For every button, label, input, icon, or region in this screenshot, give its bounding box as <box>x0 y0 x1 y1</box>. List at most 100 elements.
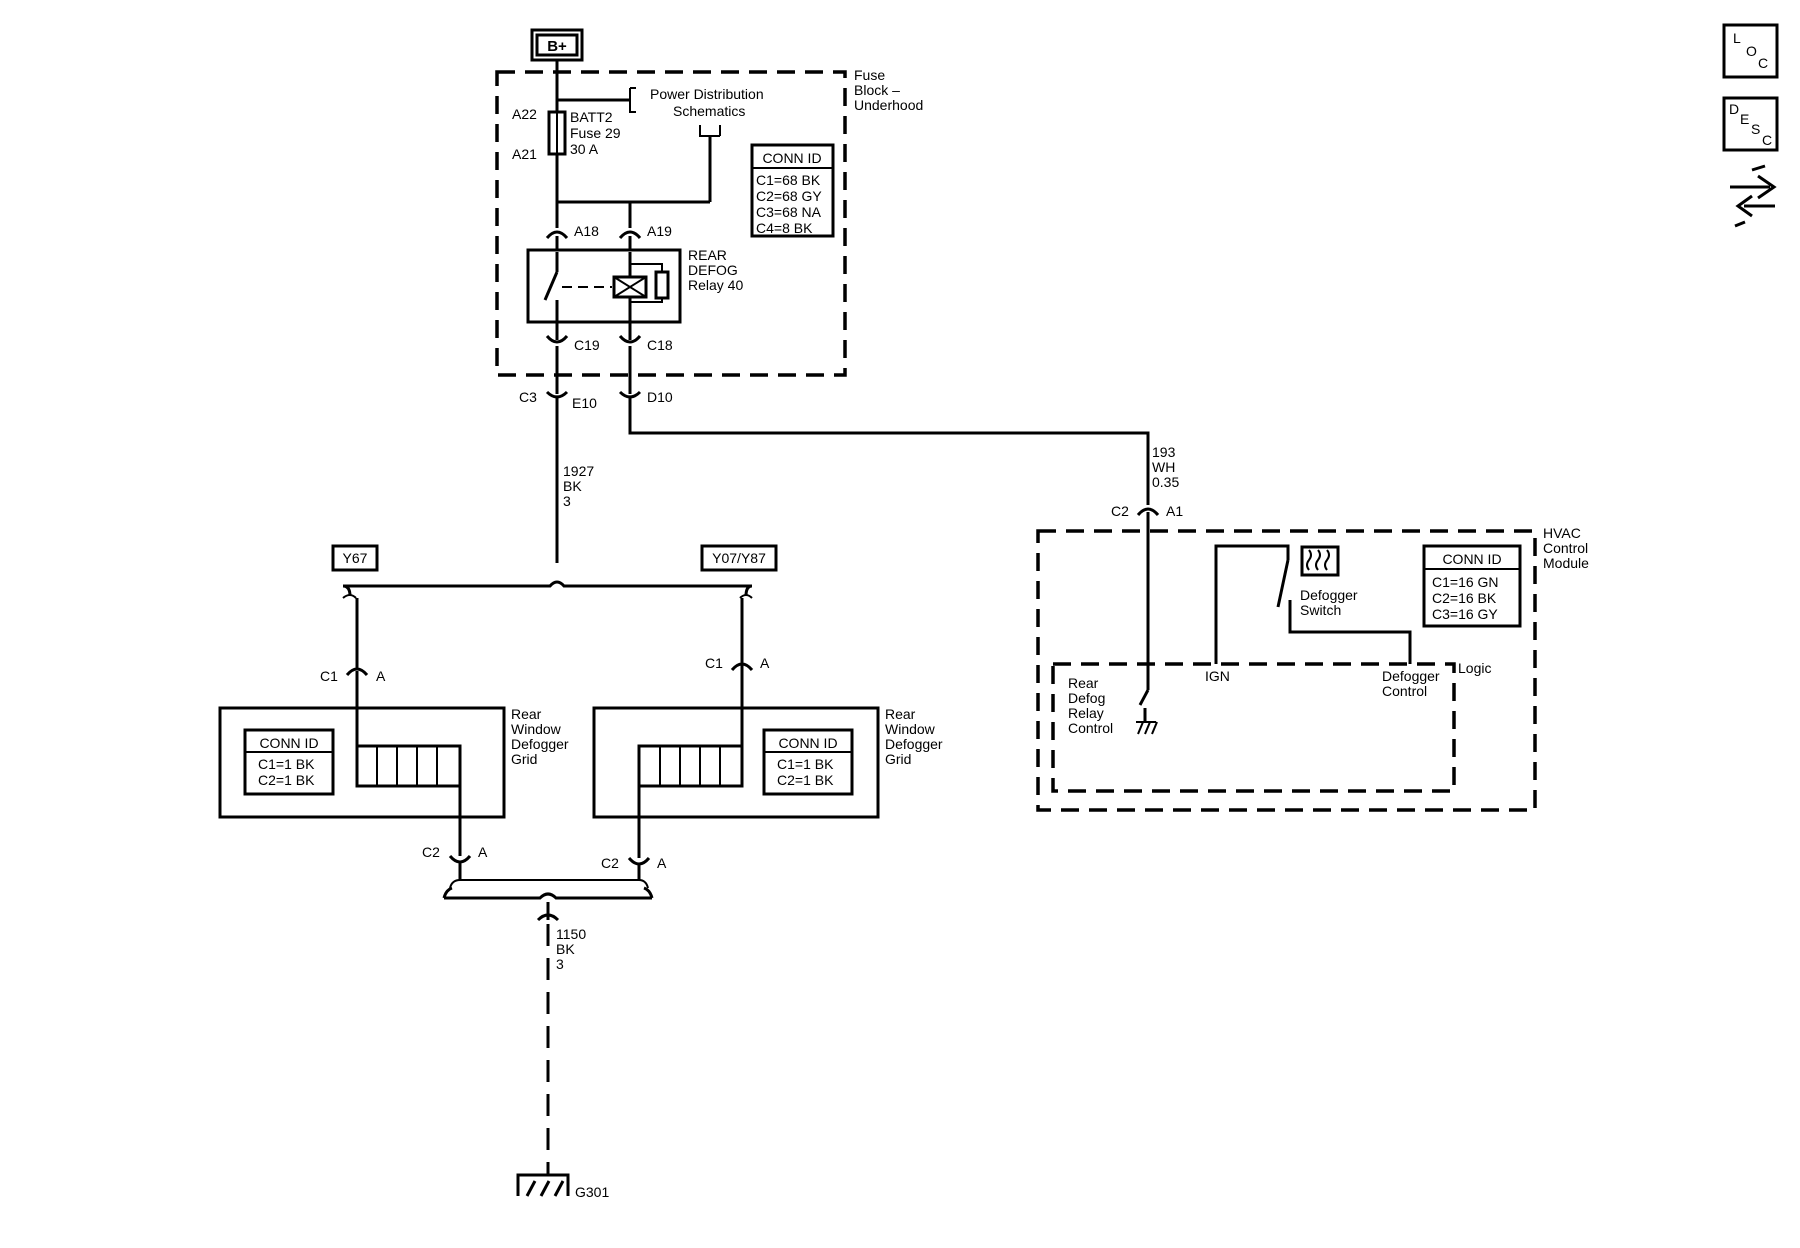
svg-text:Y67: Y67 <box>343 550 368 566</box>
relay-label: REAR DEFOG Relay 40 <box>688 247 743 293</box>
svg-text:C4=8 BK: C4=8 BK <box>756 220 813 236</box>
relay-control-switch <box>1136 689 1158 735</box>
svg-text:193: 193 <box>1152 444 1176 460</box>
ground-g301-icon: G301 <box>516 1173 609 1200</box>
svg-text:B+: B+ <box>547 38 567 55</box>
svg-text:Defogger: Defogger <box>1382 668 1440 684</box>
svg-text:3: 3 <box>563 493 571 509</box>
svg-text:0.35: 0.35 <box>1152 474 1179 490</box>
svg-text:C1: C1 <box>705 655 723 671</box>
svg-text:REAR: REAR <box>688 247 727 263</box>
right-grid-conn-id: CONN ID C1=1 BK C2=1 BK <box>762 728 854 796</box>
defogger-switch-heater-icon <box>1300 545 1340 577</box>
svg-text:D: D <box>1729 101 1739 117</box>
svg-text:WH: WH <box>1152 459 1175 475</box>
svg-text:A: A <box>376 668 386 684</box>
defogger-switch: Defogger Switch <box>1276 559 1412 664</box>
terminal-c18: C18 <box>618 322 673 353</box>
svg-text:A19: A19 <box>647 223 672 239</box>
svg-text:C1: C1 <box>320 668 338 684</box>
ign-label: IGN <box>1205 668 1230 684</box>
rear-defog-relay-control-label: Rear Defog Relay Control <box>1068 675 1113 736</box>
connector-c2-a1-hvac: C2 A1 <box>1111 503 1183 528</box>
svg-text:Grid: Grid <box>885 751 911 767</box>
left-grid-c2: C2 A <box>422 840 488 864</box>
svg-text:Rear: Rear <box>885 706 916 722</box>
svg-text:Control: Control <box>1543 540 1588 556</box>
svg-text:A1: A1 <box>1166 503 1183 519</box>
svg-text:CONN ID: CONN ID <box>1442 551 1501 567</box>
terminal-c19: C19 <box>545 322 600 353</box>
svg-text:Relay 40: Relay 40 <box>688 277 743 293</box>
svg-text:Defogger: Defogger <box>1300 587 1358 603</box>
svg-text:Rear: Rear <box>511 706 542 722</box>
hvac-title: HVAC Control Module <box>1543 525 1589 571</box>
svg-text:Y07/Y87: Y07/Y87 <box>712 550 766 566</box>
option-y07-y87: Y07/Y87 <box>700 544 778 572</box>
svg-text:C2: C2 <box>422 844 440 860</box>
svg-text:BK: BK <box>556 941 575 957</box>
svg-text:S: S <box>1751 121 1760 137</box>
svg-text:Control: Control <box>1382 683 1427 699</box>
svg-text:C3: C3 <box>519 389 537 405</box>
svg-text:1150: 1150 <box>556 926 586 942</box>
right-heater-grid-icon <box>637 686 744 842</box>
svg-text:A18: A18 <box>574 223 599 239</box>
hvac-conn-id: CONN ID C1=16 GN C2=16 BK C3=16 GY <box>1422 544 1522 628</box>
svg-text:Defogger: Defogger <box>885 736 943 752</box>
battery-positive-label: B+ <box>530 28 584 62</box>
svg-text:C3=68 NA: C3=68 NA <box>756 204 822 220</box>
svg-text:Window: Window <box>885 721 936 737</box>
defogger-control-label: Defogger Control <box>1382 668 1440 699</box>
wire-1150-label: 1150 BK 3 <box>556 926 586 972</box>
navigation-arrows-icon[interactable] <box>1730 164 1777 228</box>
svg-text:Control: Control <box>1068 720 1113 736</box>
fuse-block-title: Fuse Block – Underhood <box>854 67 923 113</box>
wire-193-label: 193 WH 0.35 <box>1152 444 1179 490</box>
right-grid-c1: C1 A <box>705 655 770 686</box>
wire-1927-label: 1927 BK 3 <box>563 463 594 509</box>
svg-text:CONN ID: CONN ID <box>778 735 837 751</box>
svg-text:A: A <box>760 655 770 671</box>
svg-text:C3=16 GY: C3=16 GY <box>1432 606 1498 622</box>
svg-text:C1=1 BK: C1=1 BK <box>258 756 315 772</box>
svg-text:L: L <box>1733 30 1741 46</box>
svg-text:BK: BK <box>563 478 582 494</box>
right-grid-title: Rear Window Defogger Grid <box>885 706 943 767</box>
desc-icon[interactable]: D E S C <box>1722 96 1779 152</box>
svg-text:E: E <box>1740 111 1749 127</box>
loc-icon[interactable]: L O C <box>1722 23 1779 79</box>
svg-text:C: C <box>1758 55 1768 71</box>
power-distribution-ref: Power Distribution Schematics <box>629 86 764 119</box>
left-grid-c1: C1 A <box>320 667 386 686</box>
pin-a22: A22 <box>512 106 537 122</box>
svg-text:O: O <box>1746 43 1757 59</box>
svg-text:CONN ID: CONN ID <box>259 735 318 751</box>
svg-text:CONN ID: CONN ID <box>762 150 821 166</box>
svg-text:Defogger: Defogger <box>511 736 569 752</box>
logic-label: Logic <box>1458 660 1491 676</box>
svg-text:C1=68 BK: C1=68 BK <box>756 172 821 188</box>
connector-c3-e10: C3 E10 <box>519 380 597 411</box>
svg-text:C2=16 BK: C2=16 BK <box>1432 590 1497 606</box>
svg-text:3: 3 <box>556 956 564 972</box>
svg-text:Fuse 29: Fuse 29 <box>570 125 621 141</box>
svg-text:A: A <box>478 844 488 860</box>
svg-text:C2: C2 <box>601 855 619 871</box>
left-grid-conn-id: CONN ID C1=1 BK C2=1 BK <box>243 728 335 796</box>
svg-text:A: A <box>657 855 667 871</box>
svg-text:Power Distribution: Power Distribution <box>650 86 764 102</box>
svg-text:DEFOG: DEFOG <box>688 262 738 278</box>
svg-text:C2=68 GY: C2=68 GY <box>756 188 822 204</box>
svg-text:E10: E10 <box>572 395 597 411</box>
svg-text:Defog: Defog <box>1068 690 1105 706</box>
svg-text:C1=16 GN: C1=16 GN <box>1432 574 1499 590</box>
svg-text:C19: C19 <box>574 337 600 353</box>
left-grid-title: Rear Window Defogger Grid <box>511 706 569 767</box>
right-grid-c2: C2 A <box>601 842 667 871</box>
svg-text:C2=1 BK: C2=1 BK <box>258 772 315 788</box>
svg-text:G301: G301 <box>575 1184 609 1200</box>
svg-text:D10: D10 <box>647 389 673 405</box>
logic-outline <box>1051 662 1456 793</box>
